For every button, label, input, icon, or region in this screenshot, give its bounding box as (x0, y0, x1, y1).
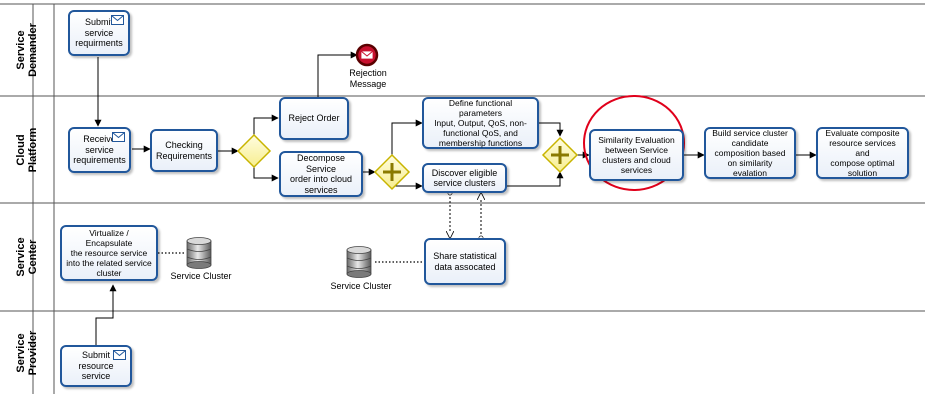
message-flows (450, 193, 481, 238)
database-icon[interactable] (186, 237, 212, 269)
associations (158, 252, 424, 263)
task-label: Decompose Service order into cloud servi… (289, 153, 353, 195)
task-label: Submit resource service (78, 350, 114, 382)
task-label: Share statistical data assocated (433, 251, 497, 272)
task-label: Evaluate composite resource services and… (825, 128, 900, 178)
submit-resource-task[interactable]: Submit resource service (60, 345, 132, 387)
share-statistical-data-task[interactable]: Share statistical data assocated (424, 238, 506, 285)
lane-cloud-platform: Cloud Platform (15, 127, 39, 172)
decompose-order-task[interactable]: Decompose Service order into cloud servi… (279, 151, 363, 197)
message-envelope-icon (111, 15, 124, 25)
task-label: Virtualize / Encapsulate the resource se… (66, 228, 152, 278)
service-cluster-label-1: Service Cluster (170, 271, 232, 281)
virtualize-resource-task[interactable]: Virtualize / Encapsulate the resource se… (60, 225, 158, 281)
receive-requirements-task[interactable]: Receive service requirements (68, 127, 131, 173)
task-label: Reject Order (288, 113, 340, 124)
task-label: Define functional parameters Input, Outp… (434, 98, 527, 148)
message-envelope-icon (112, 132, 125, 142)
discover-clusters-task[interactable]: Discover eligible service clusters (422, 163, 507, 193)
lane-borders (0, 3, 925, 394)
build-cluster-task[interactable]: Build service cluster candidate composit… (704, 127, 796, 179)
task-label: Checking Requirements (155, 140, 213, 161)
task-label: Similarity Evaluation between Service cl… (598, 135, 675, 175)
lane-service-demander: Service Demander (14, 23, 39, 77)
task-label: Submit service requirments (75, 17, 123, 49)
evaluate-composite-task[interactable]: Evaluate composite resource services and… (816, 127, 909, 179)
reject-order-task[interactable]: Reject Order (279, 97, 349, 140)
task-label: Discover eligible service clusters (431, 167, 498, 189)
lane-service-provider: Service Provider (15, 330, 39, 375)
database-icon[interactable] (346, 246, 372, 278)
exclusive-gateway[interactable] (236, 133, 272, 169)
lane-service-center: Service Center (15, 237, 39, 277)
sequence-flows (94, 51, 817, 345)
task-label: Receive service requirements (73, 134, 126, 166)
message-envelope-icon (113, 350, 126, 360)
define-parameters-task[interactable]: Define functional parameters Input, Outp… (422, 97, 539, 149)
parallel-gateway-split[interactable] (373, 153, 411, 191)
submit-requirements-task[interactable]: Submit service requirments (68, 10, 130, 56)
checking-requirements-task[interactable]: Checking Requirements (150, 129, 218, 172)
rejection-message-end-event[interactable] (355, 43, 379, 67)
service-cluster-label-2: Service Cluster (330, 281, 392, 291)
rejection-message-label: Rejection Message (349, 68, 387, 89)
similarity-evaluation-task[interactable]: Similarity Evaluation between Service cl… (589, 129, 684, 181)
task-label: Build service cluster candidate composit… (712, 128, 788, 178)
highlight-circle (583, 95, 685, 191)
parallel-gateway-join[interactable] (541, 136, 579, 174)
